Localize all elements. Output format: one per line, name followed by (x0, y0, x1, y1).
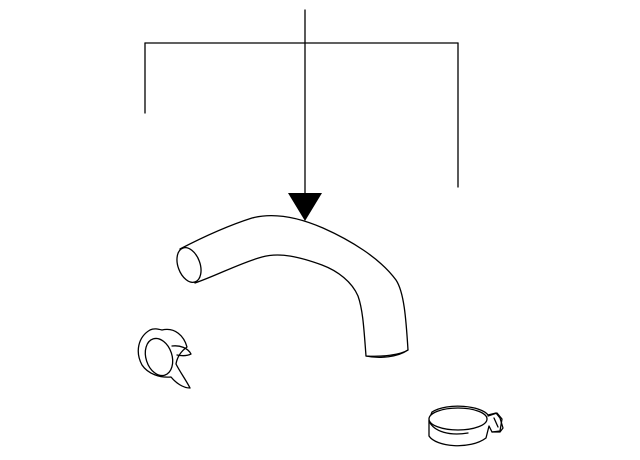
clamp-ring-top (428, 407, 488, 431)
hose-end-opening (176, 247, 202, 283)
clamp-tab (171, 345, 192, 357)
clamp-band (144, 337, 174, 377)
arrow-head-icon (288, 193, 322, 221)
radiator-hose (176, 215, 409, 358)
clamp-screw (487, 412, 503, 433)
callout-bracket (144, 42, 459, 188)
hose-end-edge (365, 349, 409, 358)
callout-arrow (288, 9, 322, 221)
hose-clamp-left (137, 328, 192, 389)
clamp-ring-side (428, 420, 469, 435)
hose-clamp-right (428, 405, 504, 447)
clamp-screw-slot (493, 417, 499, 428)
